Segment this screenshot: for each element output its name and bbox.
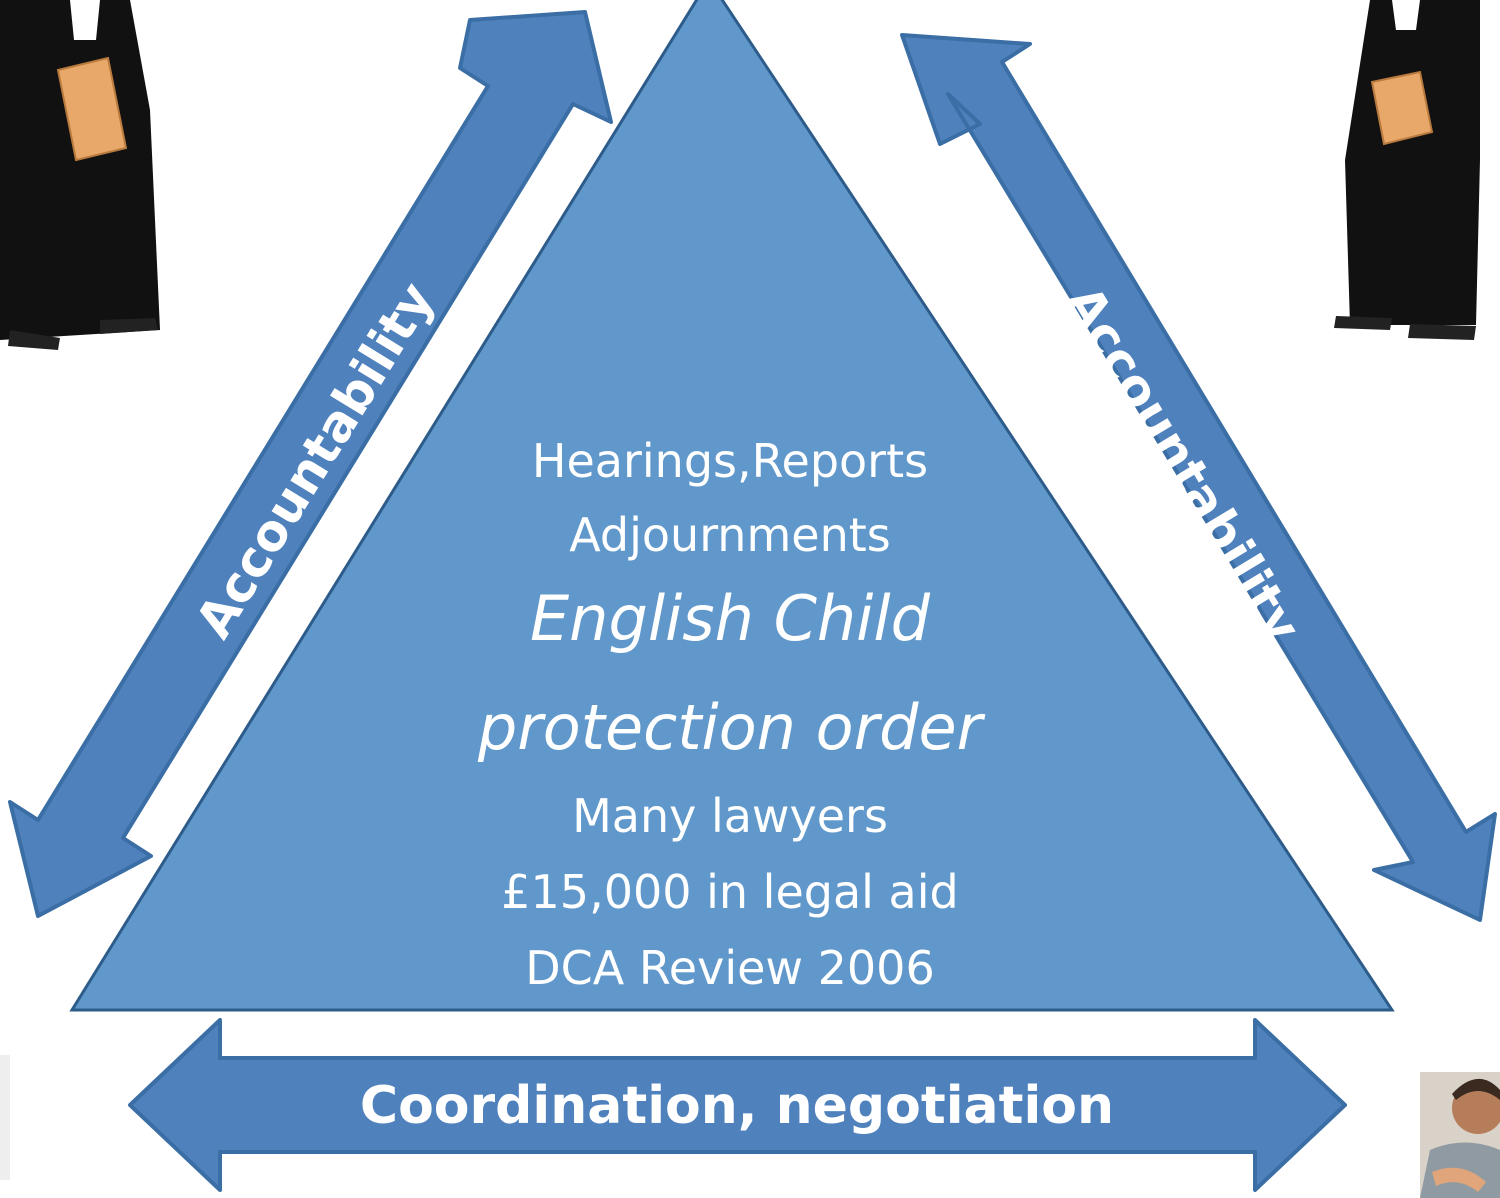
triangle-line-hearings: Hearings,Reports (531, 434, 929, 488)
triangle-line-review: DCA Review 2006 (525, 941, 935, 995)
coordination-arrow: Coordination, negotiation (128, 1018, 1347, 1192)
triangle-line-legal-aid: £15,000 in legal aid (501, 865, 959, 919)
right-lawyer-figure (1334, 0, 1480, 340)
triangle-line-adjournments: Adjournments (569, 508, 891, 562)
left-lawyer-figure (0, 0, 160, 350)
bottom-arrow-label: Coordination, negotiation (360, 1076, 1114, 1136)
triangle-title-line1: English Child (530, 582, 930, 655)
left-edge-marker (0, 1055, 10, 1180)
man-photo (1420, 1072, 1500, 1198)
triangle-title-line2: protection order (477, 691, 983, 764)
central-triangle (69, 0, 1395, 1012)
triangle-line-lawyers: Many lawyers (572, 789, 888, 843)
